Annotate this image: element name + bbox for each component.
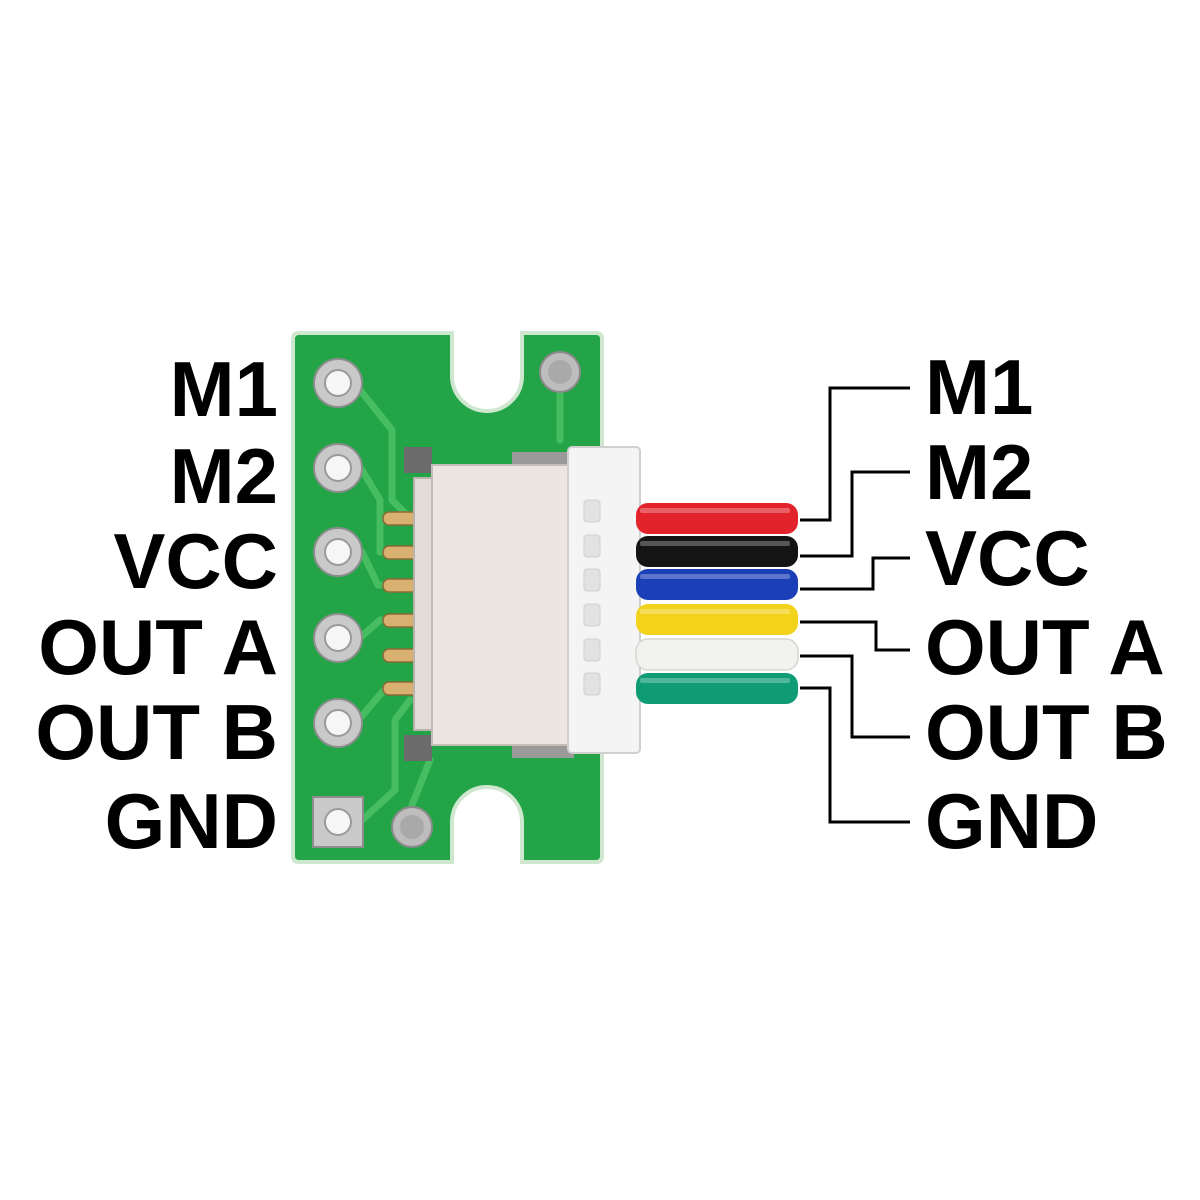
jst-connector <box>382 446 641 761</box>
mounting-hole-top <box>539 351 581 393</box>
trace-m1 <box>356 386 414 522</box>
connector-tab-bottom-left <box>404 735 432 761</box>
right-label-vcc: VCC <box>925 514 1090 602</box>
pad-m2 <box>313 443 363 493</box>
trace-gnd <box>358 696 414 824</box>
left-label-gnd: GND <box>105 777 278 865</box>
right-label-group: M1 M2 VCC OUT A OUT B GND <box>925 343 1168 865</box>
leader-line-m1 <box>800 386 910 522</box>
right-label-out-a: OUT A <box>925 603 1165 691</box>
pad-vcc <box>313 527 363 577</box>
left-label-m1: M1 <box>170 345 278 433</box>
left-label-vcc: VCC <box>113 517 278 605</box>
pad-gnd-square <box>312 796 364 848</box>
connector-tab-top-left <box>404 447 432 473</box>
leader-line-out-a <box>800 620 910 652</box>
through-hole-pads <box>312 358 364 848</box>
right-label-gnd: GND <box>925 777 1098 865</box>
right-label-m2: M2 <box>925 428 1033 516</box>
leader-line-gnd <box>800 686 910 824</box>
connector-housing <box>431 464 575 746</box>
leader-line-m2 <box>800 470 910 558</box>
wire-bundle <box>635 503 799 704</box>
leader-line-vcc <box>800 556 910 591</box>
trace-mount-bottom <box>408 756 434 809</box>
pad-m1 <box>313 358 363 408</box>
left-label-group: M1 M2 VCC OUT A OUT B GND <box>35 345 278 865</box>
left-label-out-a: OUT A <box>38 603 278 691</box>
pad-out-b <box>313 698 363 748</box>
plug-ridges <box>583 499 601 696</box>
wire-out-b <box>635 638 799 671</box>
wire-highlights <box>640 508 790 683</box>
connector-plug <box>567 446 641 754</box>
wire-m1 <box>636 503 798 534</box>
left-label-m2: M2 <box>170 432 278 520</box>
wire-m2 <box>636 536 798 567</box>
wire-vcc <box>636 569 798 600</box>
wire-gnd <box>636 673 798 704</box>
wire-out-a <box>636 604 798 635</box>
right-label-m1: M1 <box>925 343 1033 431</box>
leader-lines <box>800 386 910 824</box>
left-label-out-b: OUT B <box>35 688 278 776</box>
pad-out-a <box>313 613 363 663</box>
right-label-out-b: OUT B <box>925 688 1168 776</box>
leader-line-out-b <box>800 654 910 739</box>
mounting-hole-bottom <box>391 806 433 848</box>
